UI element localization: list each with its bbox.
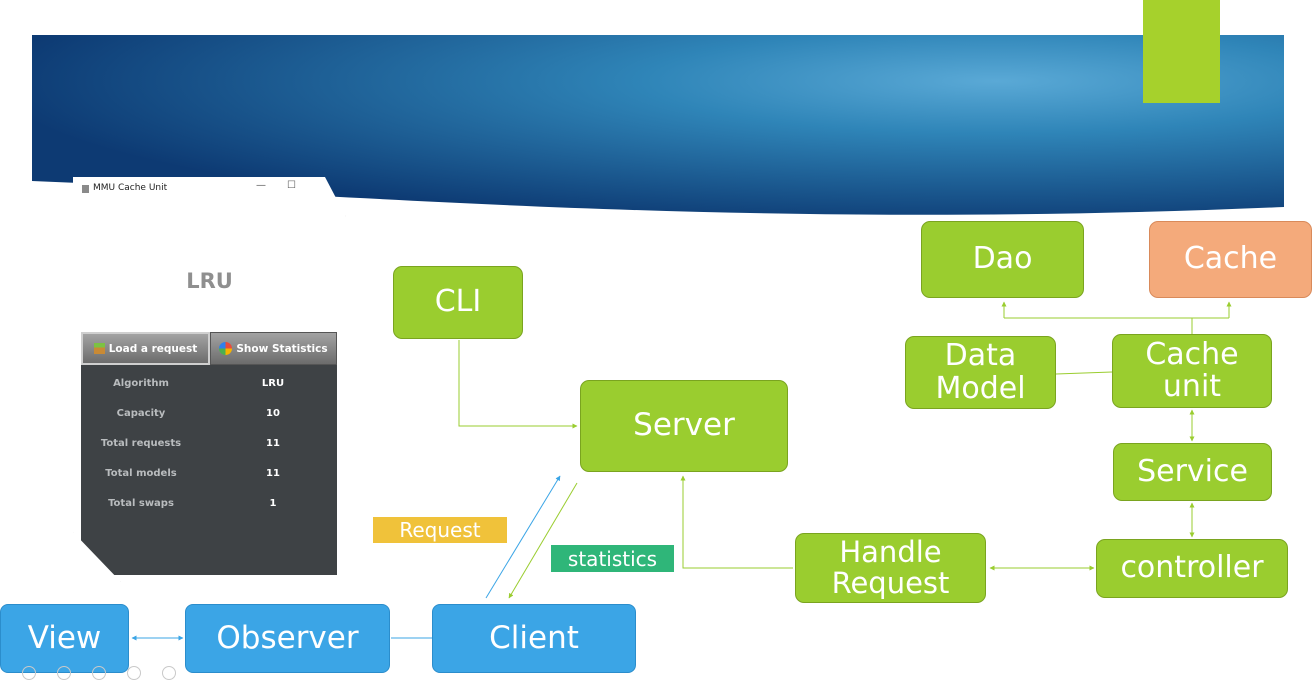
load-icon <box>93 343 105 354</box>
slide-grid-icon[interactable] <box>92 666 106 680</box>
service-node: Service <box>1113 443 1272 501</box>
statistics-tag-label: statistics <box>567 546 658 571</box>
show-statistics-button[interactable]: Show Statistics <box>210 332 337 365</box>
handle-request-node: Handle Request <box>795 533 986 603</box>
slide-zoom-icon[interactable] <box>127 666 141 680</box>
line-datamodel-cacheunit <box>1055 371 1113 375</box>
slide-prev-icon[interactable] <box>22 666 36 680</box>
slide-pen-icon[interactable] <box>57 666 71 680</box>
stat-value: LRU <box>261 378 285 389</box>
stat-row: Total swaps 1 <box>81 498 337 518</box>
slide-more-icon[interactable] <box>162 666 176 680</box>
stat-value: 11 <box>266 438 280 449</box>
data-model-label: Data Model <box>935 338 1026 406</box>
stats-panel: Algorithm LRU Capacity 10 Total requests… <box>81 365 337 575</box>
line-statistics <box>508 482 578 599</box>
service-label: Service <box>1137 453 1248 489</box>
stat-value: 1 <box>269 498 277 509</box>
corner-accent <box>1143 0 1220 103</box>
cache-label: Cache <box>1183 241 1278 277</box>
line-server-handle <box>680 475 793 569</box>
observer-label: Observer <box>216 619 359 656</box>
window-title: MMU Cache Unit <box>93 183 168 193</box>
load-request-button[interactable]: Load a request <box>81 332 210 365</box>
client-label: Client <box>489 619 579 656</box>
stat-row: Capacity 10 <box>81 408 337 428</box>
window-button-bar: Load a request Show Statistics <box>81 332 337 365</box>
cache-node: Cache <box>1149 221 1312 298</box>
show-statistics-label: Show Statistics <box>236 342 328 355</box>
client-node: Client <box>432 604 636 673</box>
minimize-button[interactable]: — <box>256 180 266 191</box>
app-icon <box>82 185 89 193</box>
cli-node: CLI <box>393 266 523 339</box>
app-window: MMU Cache Unit — ☐ LRU Load a request Sh… <box>73 177 346 582</box>
observer-node: Observer <box>185 604 390 673</box>
handle-request-label: Handle Request <box>831 534 950 600</box>
load-request-label: Load a request <box>108 342 198 355</box>
dao-label: Dao <box>972 241 1033 277</box>
stat-key: Capacity <box>116 408 166 419</box>
line-request <box>485 475 561 599</box>
stat-value: 11 <box>266 468 280 479</box>
cache-unit-node: Cache unit <box>1112 334 1272 408</box>
cache-unit-label: Cache unit <box>1145 336 1239 404</box>
line-cli-server <box>458 340 578 429</box>
dao-node: Dao <box>921 221 1084 298</box>
controller-label: controller <box>1120 550 1264 586</box>
view-label: View <box>27 619 102 656</box>
stat-value: 10 <box>266 408 280 419</box>
stat-key: Total requests <box>100 438 182 449</box>
controller-node: controller <box>1096 539 1288 598</box>
stat-row: Algorithm LRU <box>81 378 337 398</box>
server-label: Server <box>633 407 735 444</box>
data-model-node: Data Model <box>905 336 1056 409</box>
stat-row: Total requests 11 <box>81 438 337 458</box>
maximize-button[interactable]: ☐ <box>287 180 296 191</box>
cli-label: CLI <box>434 284 482 320</box>
server-node: Server <box>580 380 788 472</box>
algorithm-heading: LRU <box>186 269 233 293</box>
slide-toolbar <box>22 666 176 680</box>
stat-row: Total models 11 <box>81 468 337 488</box>
statistics-tag: statistics <box>551 545 674 572</box>
stat-key: Total swaps <box>108 498 174 509</box>
stat-key: Total models <box>105 468 177 479</box>
pie-chart-icon <box>219 342 233 355</box>
request-tag: Request <box>373 517 507 543</box>
stat-key: Algorithm <box>113 378 169 389</box>
request-tag-label: Request <box>399 518 481 542</box>
view-node: View <box>0 604 129 673</box>
